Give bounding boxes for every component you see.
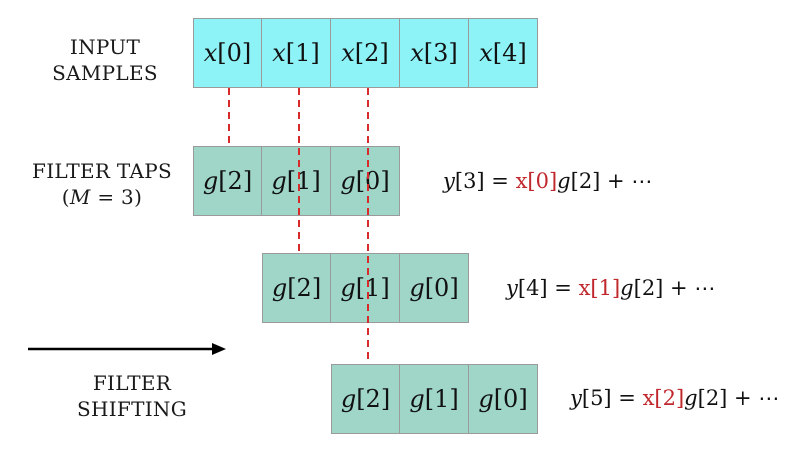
input-sample-index: [0]: [217, 39, 252, 67]
equation-tap-symbol: g: [557, 169, 571, 193]
filter-tap-index: [1]: [286, 167, 321, 195]
equation-y3: y[3] = x[0]g[2] + ⋯: [443, 169, 652, 193]
filter-tap-symbol: g: [340, 274, 356, 302]
filter-tap-cell-1: g[1]: [400, 364, 469, 434]
filter-tap-cell-2: g[0]: [400, 253, 469, 323]
filter-tap-symbol: g: [340, 385, 357, 413]
input-sample-index: [2]: [354, 39, 389, 67]
equation-tail: + ⋯: [600, 169, 653, 193]
equation-y4: y[4] = x[1]g[2] + ⋯: [506, 276, 715, 300]
input-sample-symbol: x: [203, 39, 218, 67]
input-sample-index: [3]: [423, 39, 458, 67]
filter-tap-cell-0: g[2]: [262, 253, 331, 323]
input-sample-index: [1]: [285, 39, 320, 67]
taps-m-value: = 3): [90, 185, 143, 209]
input-sample-cell-2: x[2]: [331, 18, 400, 88]
filter-taps-row-2: g[2]g[1]g[0]: [331, 364, 538, 434]
filter-tap-symbol: g: [271, 167, 287, 195]
shift-label-line2: SHIFTING: [76, 397, 188, 421]
filter-tap-index: [2]: [287, 274, 322, 302]
equation-highlight-sample: x[1]: [578, 276, 621, 300]
equation-tap-index: [2]: [697, 386, 728, 410]
equation-equals: =: [484, 169, 516, 193]
input-samples-row: x[0]x[1]x[2]x[3]x[4]: [193, 18, 538, 88]
input-sample-cell-3: x[3]: [400, 18, 469, 88]
equation-output-index: [3]: [454, 169, 485, 193]
shift-label-line1: FILTER: [92, 371, 172, 395]
filter-tap-symbol: g: [409, 274, 425, 302]
filter-tap-index: [0]: [424, 274, 459, 302]
filter-tap-index: [0]: [493, 385, 528, 413]
filter-tap-symbol: g: [271, 274, 288, 302]
input-sample-cell-0: x[0]: [193, 18, 262, 88]
filter-tap-index: [2]: [218, 167, 253, 195]
input-sample-cell-4: x[4]: [469, 18, 538, 88]
equation-output-index: [4]: [517, 276, 548, 300]
input-sample-symbol: x: [272, 39, 286, 67]
equation-equals: =: [547, 276, 579, 300]
filter-tap-index: [0]: [355, 167, 390, 195]
input-sample-cell-1: x[1]: [262, 18, 331, 88]
input-sample-symbol: x: [479, 39, 493, 67]
filter-taps-row-0: g[2]g[1]g[0]: [193, 146, 400, 216]
equation-output-symbol: y: [506, 276, 518, 300]
equation-highlight-sample: x[2]: [642, 386, 685, 410]
shift-arrow-head: [212, 343, 226, 355]
equation-tail: + ⋯: [663, 276, 716, 300]
filter-tap-symbol: g: [340, 167, 356, 195]
equation-output-index: [5]: [581, 386, 612, 410]
filter-tap-cell-2: g[0]: [331, 146, 400, 216]
input-label-line2: SAMPLES: [52, 61, 158, 85]
filter-tap-symbol: g: [202, 167, 219, 195]
filter-tap-index: [1]: [355, 274, 390, 302]
filter-taps-row-1: g[2]g[1]g[0]: [262, 253, 469, 323]
filter-tap-index: [1]: [424, 385, 459, 413]
filter-tap-cell-1: g[1]: [262, 146, 331, 216]
filter-taps-label: FILTER TAPS (M = 3): [12, 158, 192, 210]
input-sample-index: [4]: [492, 39, 527, 67]
filter-tap-cell-2: g[0]: [469, 364, 538, 434]
filter-tap-cell-0: g[2]: [193, 146, 262, 216]
equation-output-symbol: y: [570, 386, 582, 410]
taps-label-line2: (M = 3): [61, 185, 143, 209]
filter-tap-symbol: g: [409, 385, 425, 413]
filter-tap-index: [2]: [356, 385, 391, 413]
equation-tail: + ⋯: [727, 386, 780, 410]
equation-tap-symbol: g: [684, 386, 698, 410]
input-sample-symbol: x: [341, 39, 355, 67]
equation-tap-index: [2]: [570, 169, 601, 193]
input-sample-symbol: x: [410, 39, 424, 67]
equation-equals: =: [611, 386, 643, 410]
taps-label-line1: FILTER TAPS: [32, 159, 172, 183]
input-label-line1: INPUT: [69, 35, 141, 59]
filter-tap-cell-0: g[2]: [331, 364, 400, 434]
equation-highlight-sample: x[0]: [515, 169, 558, 193]
filter-shifting-label: FILTER SHIFTING: [62, 370, 202, 422]
equation-output-symbol: y: [443, 169, 455, 193]
equation-y5: y[5] = x[2]g[2] + ⋯: [570, 386, 779, 410]
input-samples-label: INPUT SAMPLES: [40, 34, 170, 86]
filter-tap-cell-1: g[1]: [331, 253, 400, 323]
equation-tap-symbol: g: [620, 276, 634, 300]
taps-m-symbol: M: [69, 185, 91, 209]
equation-tap-index: [2]: [633, 276, 664, 300]
filter-tap-symbol: g: [478, 385, 494, 413]
